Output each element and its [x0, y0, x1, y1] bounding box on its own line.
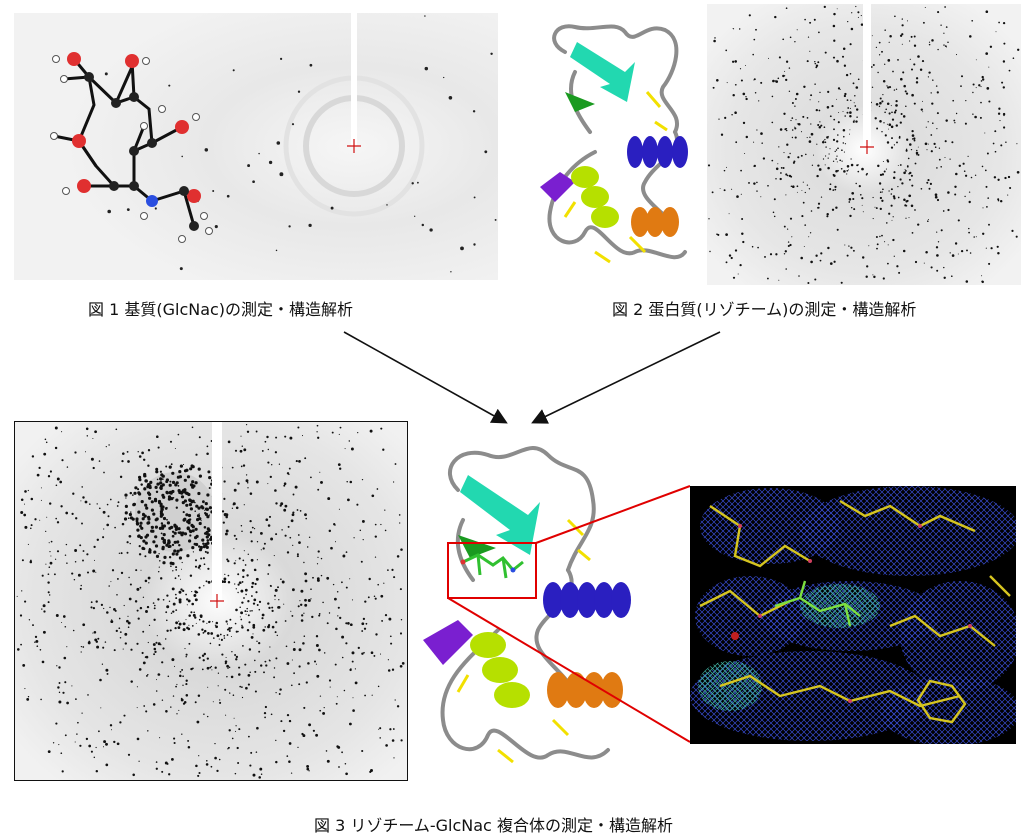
arrow-from-fig2: [531, 331, 721, 424]
fig3-complex-ribbon: [418, 430, 648, 785]
glcnac-ball-and-stick-model: [34, 31, 234, 251]
beam-center-mark: [860, 140, 874, 154]
beam-center-mark: [210, 594, 224, 608]
figure-1-caption: 図 1 基質(GlcNac)の測定・構造解析: [88, 300, 354, 319]
zoom-box: [447, 542, 537, 599]
fig3-diffraction-image: [14, 421, 408, 781]
zoom-indicator: [430, 480, 700, 750]
electron-density-map: [690, 486, 1016, 744]
figure-2-caption: 図 2 蛋白質(リゾチーム)の測定・構造解析: [612, 300, 917, 319]
fig2-diffraction-image: [707, 4, 1021, 285]
fig2-protein-ribbon: [535, 12, 707, 284]
fig1-diffraction-image: [14, 13, 498, 280]
arrows: [330, 320, 730, 430]
figure-3-caption: 図 3 リゾチーム-GlcNac 複合体の測定・構造解析: [314, 816, 673, 835]
arrow-from-fig1: [343, 331, 508, 424]
beam-center-mark: [347, 139, 361, 153]
